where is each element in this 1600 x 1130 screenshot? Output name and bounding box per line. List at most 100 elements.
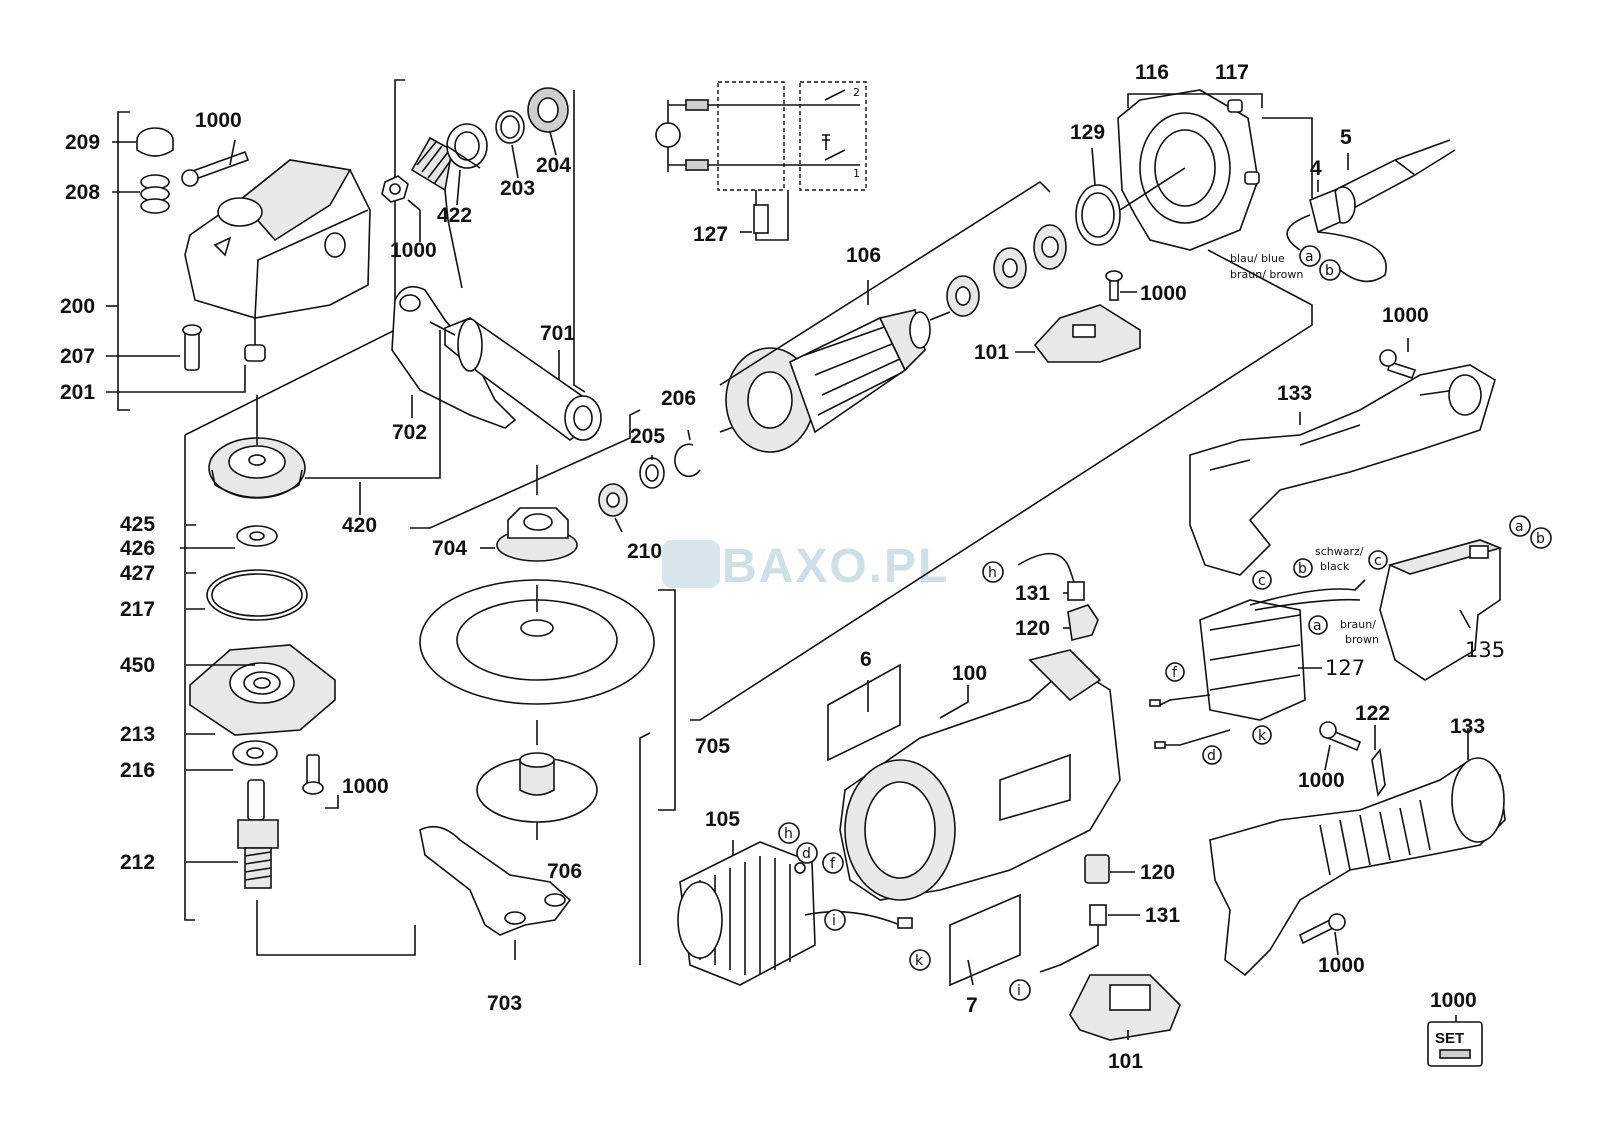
part-120-switch-plug-upper: [1067, 604, 1099, 641]
label-427: 427: [120, 562, 155, 585]
part-bearing-small: [946, 275, 980, 317]
part-120-switch-plug: [1084, 854, 1110, 884]
label-203: 203: [500, 177, 535, 200]
label-702: 702: [392, 421, 427, 444]
svg-text:k: k: [1258, 728, 1267, 744]
label-1000-g: 1000: [1318, 954, 1365, 977]
svg-text:b: b: [1298, 561, 1307, 577]
part-207-pin: [182, 324, 202, 371]
label-131-a: 131: [1015, 582, 1050, 605]
part-131-plug: [1039, 904, 1107, 973]
marker-f-stator: f: [822, 852, 844, 874]
svg-text:d: d: [802, 846, 811, 862]
marker-i-stator: i: [824, 909, 846, 931]
part-705-disc: [419, 579, 655, 705]
svg-text:b: b: [1325, 263, 1334, 279]
part-422-pinion: [410, 136, 463, 289]
part-133-handle-half-lower: [1209, 757, 1506, 977]
label-105: 105: [705, 808, 740, 831]
part-101-cover-bottom: [1069, 974, 1181, 1041]
part-135-switch: [1379, 539, 1503, 681]
label-106: 106: [846, 244, 881, 267]
part-212-spindle: [237, 779, 279, 889]
label-116: 116: [1135, 61, 1169, 84]
label-120-b: 120: [1140, 861, 1175, 884]
marker-c-wire: c: [1368, 550, 1388, 570]
part-7-label: [949, 893, 1021, 987]
label-217: 217: [120, 598, 155, 621]
svg-text:f: f: [1172, 665, 1178, 681]
wire-note-schwarz: schwarz/: [1315, 545, 1364, 558]
label-210: 210: [627, 540, 662, 563]
label-120-a: 120: [1015, 617, 1050, 640]
schematic-terminal-1: 1: [853, 167, 860, 180]
label-1000-e: 1000: [1382, 304, 1429, 327]
label-5: 5: [1340, 126, 1352, 149]
circuit-schematic: 2 1: [655, 81, 867, 241]
svg-text:c: c: [1374, 553, 1382, 569]
svg-text:d: d: [1207, 748, 1216, 764]
svg-text:a: a: [1515, 519, 1524, 535]
svg-text:a: a: [1313, 618, 1322, 634]
part-204-bearing: [527, 87, 569, 133]
label-1000-h: 1000: [1430, 989, 1477, 1012]
label-1000-b: 1000: [390, 239, 437, 262]
label-422: 422: [437, 204, 472, 227]
label-703: 703: [487, 992, 522, 1015]
part-116-end-shield: [1117, 89, 1259, 251]
part-101-cover-top: [1033, 304, 1141, 363]
label-6: 6: [860, 648, 872, 671]
svg-text:i: i: [1017, 983, 1021, 999]
label-420: 420: [342, 514, 377, 537]
label-201: 201: [60, 381, 95, 404]
part-bearing-mid: [993, 247, 1027, 289]
label-1000-f: 1000: [1298, 769, 1345, 792]
part-1000-screw-a: [181, 150, 250, 187]
watermark-text: BAXO.PL: [722, 540, 949, 593]
svg-text:k: k: [915, 953, 924, 969]
part-206-circlip: [674, 443, 701, 478]
label-706: 706: [547, 860, 582, 883]
part-702-guard-plate: [391, 285, 517, 429]
label-133-a: 133: [1277, 382, 1312, 405]
label-209: 209: [65, 131, 100, 154]
label-133-b: 133: [1450, 715, 1485, 738]
label-131-b: 131: [1145, 904, 1180, 927]
svg-text:b: b: [1536, 531, 1545, 547]
marker-d-stator: d: [796, 842, 818, 864]
schematic-terminal-2: 2: [853, 86, 860, 99]
part-129-ring: [1075, 184, 1121, 246]
part-205-washer: [639, 457, 665, 489]
part-1000-screw-d: [1105, 270, 1123, 301]
part-6-label: [827, 663, 901, 762]
watermark: BAXO.PL: [662, 540, 949, 593]
svg-text:h: h: [988, 565, 997, 581]
part-131-plug-upper: [1017, 552, 1085, 601]
marker-k-board: k: [1252, 725, 1272, 745]
label-205: 205: [630, 425, 665, 448]
label-704: 704: [432, 537, 467, 560]
marker-b-cable: b: [1319, 259, 1341, 281]
part-200-gear-cover: [184, 159, 371, 350]
marker-h-plug: h: [982, 561, 1004, 583]
part-1000-screw-f: [1319, 721, 1362, 752]
part-122-clip: [1371, 748, 1386, 798]
part-127-electronics: [1149, 579, 1366, 749]
marker-a-cable: a: [1299, 245, 1321, 267]
label-425: 425: [120, 513, 155, 536]
marker-b-wire: b: [1293, 558, 1313, 578]
part-217-o-ring: [206, 569, 308, 621]
label-127-b: 127: [1325, 656, 1365, 680]
label-127-a: 127: [693, 223, 728, 246]
part-704-flange-nut: [496, 465, 578, 562]
label-216: 216: [120, 759, 155, 782]
part-450-bearing-flange: [189, 644, 336, 736]
part-bearing-sleeve: [1033, 224, 1067, 270]
marker-f-board: f: [1165, 662, 1185, 682]
wire-note-blue: blau/ blue: [1230, 252, 1285, 265]
label-701: 701: [540, 322, 575, 345]
part-216-washer: [232, 740, 278, 766]
label-705: 705: [695, 735, 730, 758]
svg-text:f: f: [830, 856, 836, 872]
